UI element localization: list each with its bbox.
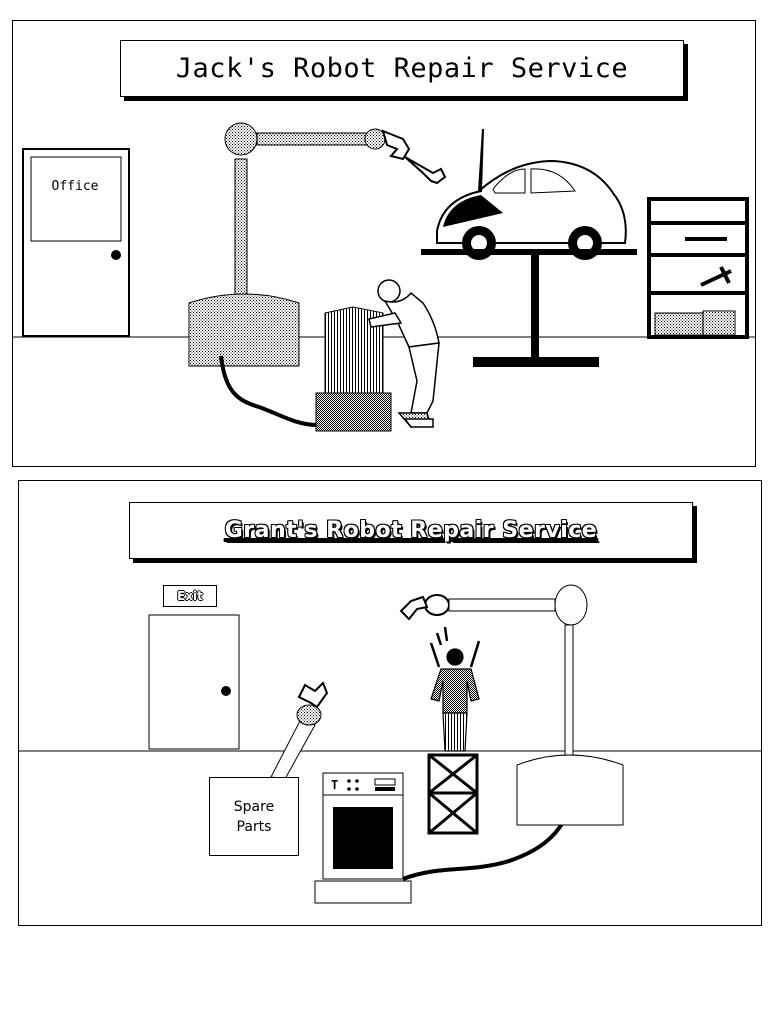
robot-claw-icon (297, 681, 329, 709)
crate (427, 753, 479, 835)
office-door-label: Office (51, 179, 99, 194)
oven-robot-cabinet: T (314, 772, 573, 904)
tool-shelf (647, 197, 749, 339)
wrench-icon (404, 156, 447, 185)
exit-sign-text: Exit (177, 589, 203, 603)
robot-claw-icon (381, 129, 411, 161)
grant-repair-scene: T (18, 480, 762, 926)
grant-title-text: Grant's Robot Repair Service (224, 518, 598, 543)
power-cable (402, 804, 573, 881)
door-knob-icon (221, 686, 231, 696)
jack-scene-illustration (13, 122, 755, 432)
robot-console (315, 306, 392, 432)
robot-arm (188, 122, 447, 427)
exit-door (148, 614, 240, 750)
mechanic-person (429, 626, 481, 752)
power-cable (219, 355, 318, 427)
lift-platform (421, 249, 637, 255)
car-hood (443, 195, 503, 227)
spare-parts-arm (270, 681, 329, 780)
robot-arm (399, 584, 624, 826)
grant-title-banner: Grant's Robot Repair Service (129, 502, 693, 559)
office-door (22, 148, 130, 337)
jack-title-text: Jack's Robot Repair Service (175, 53, 629, 84)
grant-scene-illustration: T (19, 584, 761, 904)
exit-sign: Exit (163, 585, 217, 607)
svg-text:T: T (331, 778, 338, 792)
jack-title-banner: Jack's Robot Repair Service (120, 40, 684, 97)
mechanic-person (368, 279, 440, 428)
door-knob-icon (111, 250, 121, 260)
car-on-lift (421, 128, 637, 367)
jack-repair-scene: Jack's Robot Repair Service Office (12, 20, 756, 467)
spare-parts-label: Spare Parts (233, 798, 275, 835)
held-tool-icon (435, 626, 449, 646)
robot-claw-icon (399, 595, 429, 621)
shelf-hammer-icon (700, 266, 732, 287)
spare-parts-box: Spare Parts (209, 777, 299, 856)
